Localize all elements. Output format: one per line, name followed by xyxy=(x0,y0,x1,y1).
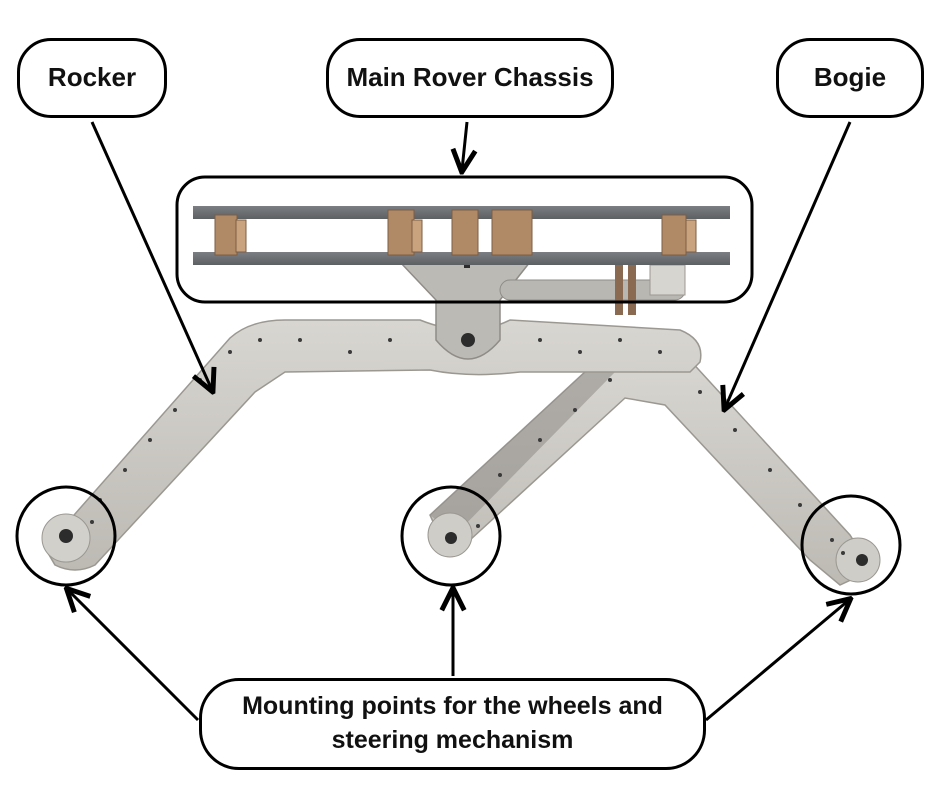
bogie-mount-hole-right xyxy=(856,554,868,566)
chassis-body xyxy=(193,206,730,265)
chassis-arrow xyxy=(462,121,467,170)
chassis-highlight-box xyxy=(175,175,754,304)
mount-circle-center xyxy=(400,485,502,587)
rocker-label: Rocker xyxy=(17,38,167,118)
bogie-arrow xyxy=(725,121,852,408)
rocker-frame xyxy=(41,319,702,571)
mount-arrow-left xyxy=(68,590,200,722)
side-linkage xyxy=(499,264,686,315)
bogie-label: Bogie xyxy=(776,38,924,118)
rocker-arrow xyxy=(90,121,212,390)
mount-arrow-right xyxy=(705,600,849,722)
main-chassis-label: Main Rover Chassis xyxy=(326,38,614,118)
mounting-points-label: Mounting points for the wheels and steer… xyxy=(199,678,706,770)
rocker-mount-hole xyxy=(59,529,73,543)
mount-circle-right xyxy=(800,494,902,596)
bogie-frame xyxy=(427,357,881,586)
bogie-mount-hole-left xyxy=(445,532,457,544)
